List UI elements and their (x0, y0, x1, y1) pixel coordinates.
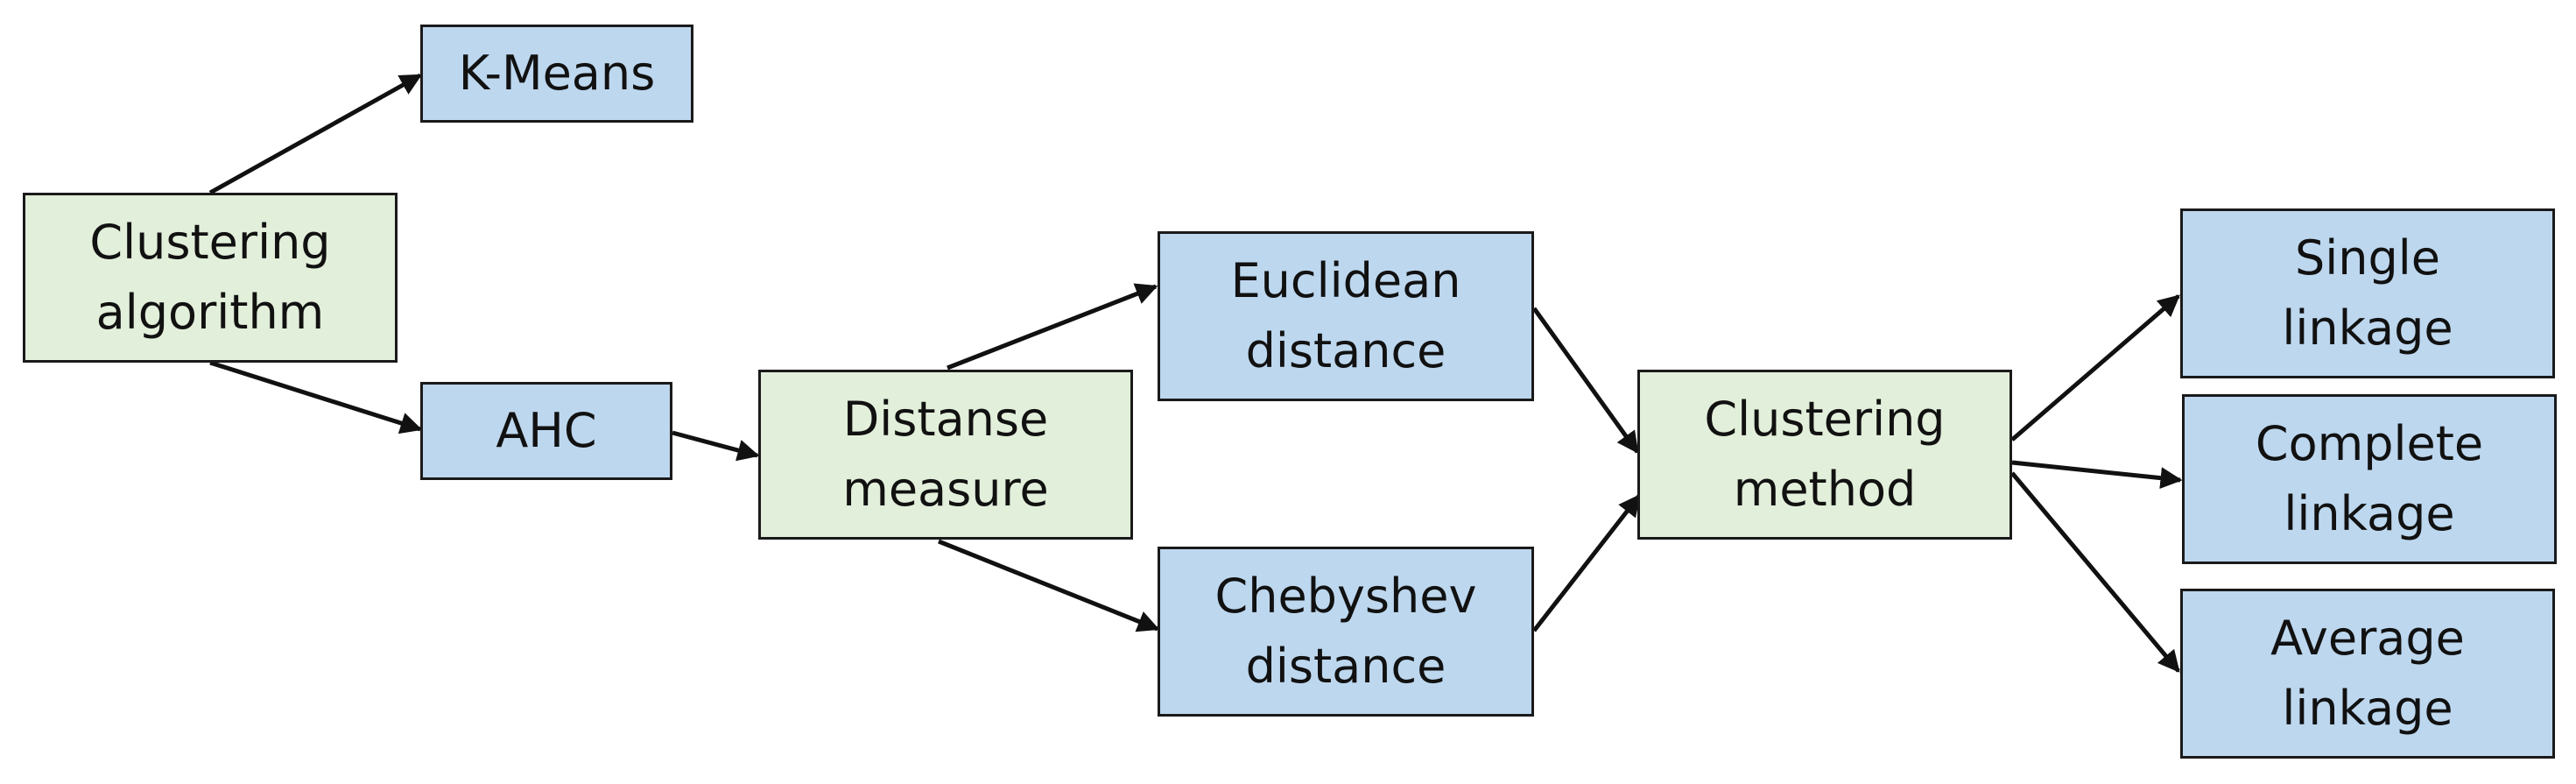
edge-clustering-algorithm-to-kmeans (208, 73, 423, 195)
edge-chebyshev-to-clustering-method (1532, 494, 1641, 632)
node-clustering-algorithm-label: Clustering algorithm (89, 215, 331, 340)
edge-distance-measure-to-chebyshev (938, 539, 1160, 632)
node-ahc: AHC (420, 382, 672, 480)
node-clustering-method: Clustering method (1637, 370, 2012, 540)
node-euclidean-distance: Euclidean distance (1158, 231, 1534, 401)
node-average-linkage: Average linkage (2180, 589, 2555, 759)
node-kmeans-label: K-Means (458, 46, 656, 101)
edge-euclidean-to-clustering-method (1531, 307, 1640, 455)
node-clustering-method-label: Clustering method (1704, 392, 1946, 517)
edge-distance-measure-to-euclidean (947, 283, 1158, 371)
node-distance-measure: Distanse measure (758, 370, 1133, 540)
node-complete-linkage: Complete linkage (2182, 394, 2557, 564)
edge-clustering-method-to-single (2010, 294, 2180, 441)
node-distance-measure-label: Distanse measure (842, 392, 1049, 517)
node-average-linkage-label: Average linkage (2270, 611, 2465, 736)
edge-clustering-algorithm-to-ahc (209, 360, 423, 434)
edge-clustering-method-to-complete (2011, 460, 2183, 490)
node-clustering-algorithm: Clustering algorithm (23, 193, 398, 363)
node-single-linkage-label: Single linkage (2282, 230, 2453, 356)
node-euclidean-distance-label: Euclidean distance (1230, 253, 1461, 378)
node-chebyshev-distance: Chebyshev distance (1158, 547, 1534, 717)
edge-ahc-to-distance-measure (672, 430, 760, 462)
edge-clustering-method-to-average (2010, 471, 2180, 673)
node-kmeans: K-Means (420, 25, 693, 123)
node-complete-linkage-label: Complete linkage (2255, 416, 2484, 541)
node-chebyshev-distance-label: Chebyshev distance (1214, 569, 1477, 694)
node-ahc-label: AHC (496, 403, 597, 458)
node-single-linkage: Single linkage (2180, 208, 2555, 378)
